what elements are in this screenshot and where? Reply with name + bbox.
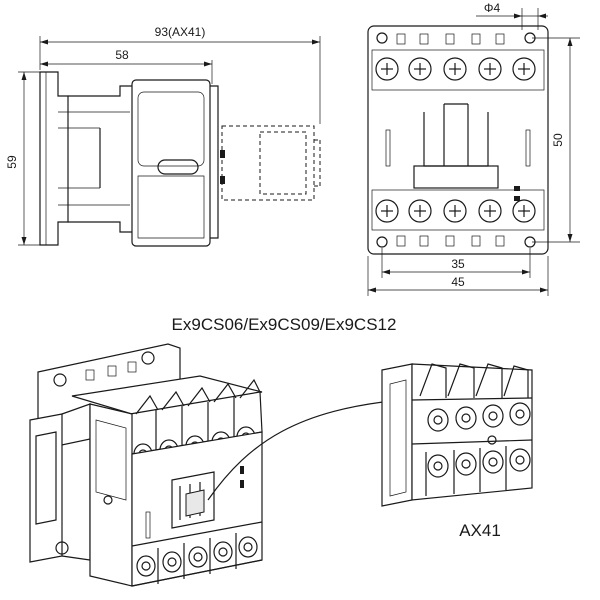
contactor-3d-view [29, 343, 263, 587]
dim-hole-diameter: Φ4 [484, 1, 501, 15]
front-view: Φ4 50 35 45 [367, 1, 580, 296]
bottom-terminal-row [375, 199, 536, 223]
terminal-screw-icon [427, 408, 449, 432]
terminal-screw-icon [375, 199, 399, 223]
dim-front-width: 45 [451, 275, 465, 289]
dim-front-height: 50 [551, 133, 565, 147]
side-view: 93(AX41) 58 59 [5, 25, 321, 247]
accessory-connector-line [207, 399, 401, 501]
terminal-screw-icon [188, 546, 208, 568]
terminal-screw-icon [238, 536, 258, 558]
mount-hole-icon [376, 236, 388, 248]
terminal-screw-icon [443, 199, 467, 223]
terminal-screw-icon [509, 402, 531, 426]
terminal-screw-icon [375, 57, 399, 81]
accessory-bottom-terminals [427, 448, 531, 478]
terminal-screw-icon [509, 448, 531, 472]
dim-side-height: 59 [5, 155, 19, 169]
terminal-screw-icon [427, 454, 449, 478]
side-view-body [131, 79, 211, 247]
side-view-base [39, 71, 69, 246]
side-view-slot [157, 159, 199, 175]
terminal-screw-icon [482, 404, 504, 428]
accessory-ax41-view [381, 363, 533, 507]
mount-hole-icon [376, 32, 388, 44]
front-view-body [367, 25, 549, 255]
front-view-actuator [385, 103, 531, 201]
terminal-screw-icon [136, 555, 156, 577]
model-label: Ex9CS06/Ex9CS09/Ex9CS12 [172, 315, 397, 334]
terminal-screw-icon [213, 541, 233, 563]
terminal-screw-icon [443, 57, 467, 81]
accessory-label: AX41 [459, 521, 501, 540]
dim-mount-spacing: 35 [451, 257, 465, 271]
dim-overall-length: 93(AX41) [155, 25, 206, 39]
terminal-screw-icon [512, 199, 536, 223]
terminal-screw-icon [512, 57, 536, 81]
accessory-top-terminals [427, 402, 531, 432]
contactor-bottom-terminals [131, 521, 263, 587]
terminal-screw-icon [455, 406, 477, 430]
terminal-screw-icon [408, 57, 432, 81]
terminal-screw-icon [162, 551, 182, 573]
terminal-screw-icon [408, 199, 432, 223]
top-terminal-row [375, 57, 536, 81]
dim-body-length: 58 [115, 48, 129, 62]
terminal-screw-icon [478, 199, 502, 223]
terminal-screw-icon [482, 450, 504, 474]
side-view-accessory-outline [221, 125, 315, 201]
terminal-screw-icon [455, 452, 477, 476]
terminal-screw-icon [478, 57, 502, 81]
